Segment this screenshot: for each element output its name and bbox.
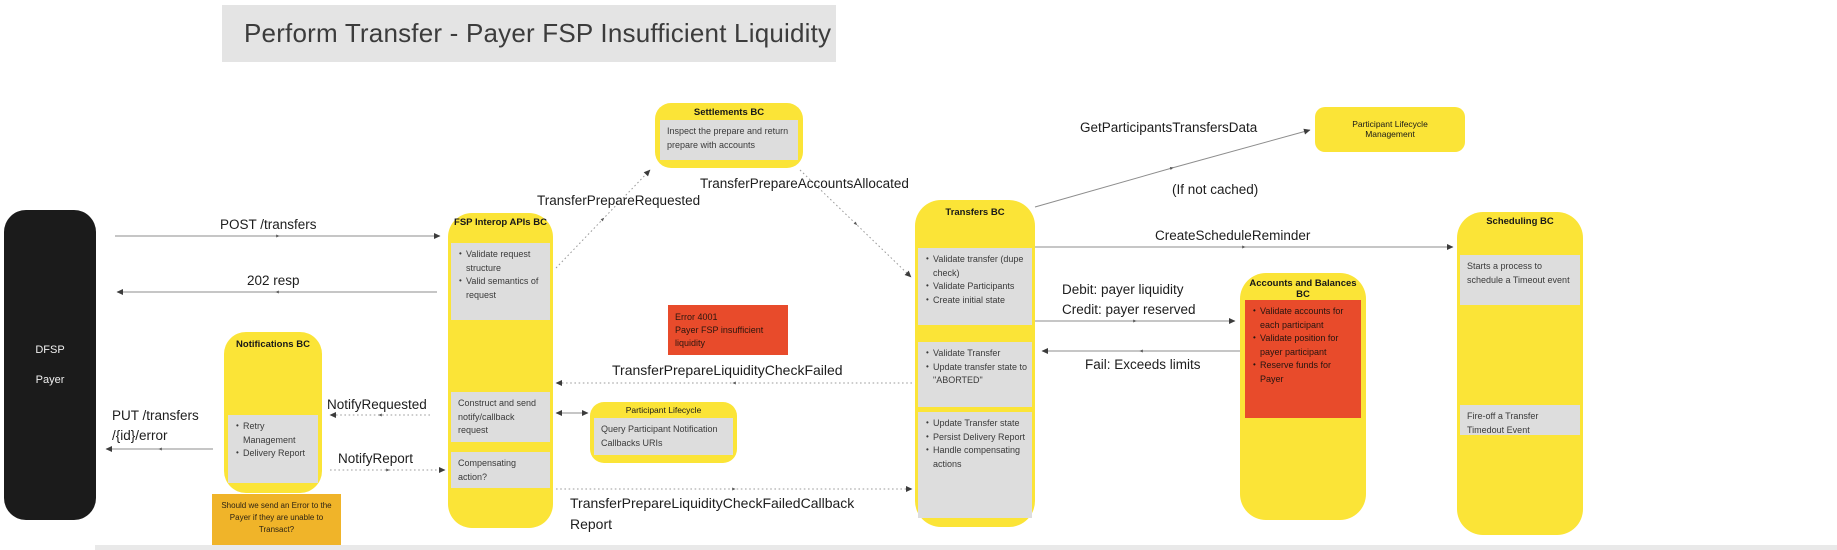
task-item: Create initial state <box>925 294 1028 308</box>
node-header: Participant Lifecycle <box>625 405 702 415</box>
task-item: Reserve funds for Payer <box>1252 359 1357 386</box>
transfers-update-card: Update Transfer state Persist Delivery R… <box>918 412 1032 518</box>
label-post-transfers[interactable]: POST /transfers <box>220 217 317 232</box>
label-notify-report[interactable]: NotifyReport <box>338 451 414 466</box>
connector-transfer-prepare-requested <box>555 169 651 269</box>
node-transfers-bc[interactable]: Transfers BC Validate transfer (dupe che… <box>915 200 1035 527</box>
note-question[interactable]: Should we send an Error to the Payer if … <box>212 494 341 548</box>
node-scheduling-bc[interactable]: Scheduling BC Starts a process to schedu… <box>1457 212 1583 535</box>
label-if-not-cached[interactable]: (If not cached) <box>1172 182 1259 197</box>
transfers-abort-card: Validate Transfer Update transfer state … <box>918 342 1032 407</box>
label-debit-credit[interactable]: Debit: payer liquidity Credit: payer res… <box>1062 282 1196 318</box>
task-item: Retry Management <box>235 420 314 447</box>
label-create-schedule-reminder[interactable]: CreateScheduleReminder <box>1155 228 1311 243</box>
transfers-validate-card: Validate transfer (dupe check) Validate … <box>918 248 1032 325</box>
label-liquidity-check-failed-callback[interactable]: TransferPrepareLiquidityCheckFailedCallb… <box>570 495 855 532</box>
task-item: Persist Delivery Report <box>925 431 1028 445</box>
task-item: Validate Transfer <box>925 347 1028 361</box>
label-202-resp[interactable]: 202 resp <box>247 273 300 288</box>
node-settlements-bc[interactable]: Settlements BC Inspect the prepare and r… <box>655 103 803 168</box>
task-item: Update transfer state to "ABORTED" <box>925 361 1028 388</box>
canvas-edge-strip <box>95 545 1837 550</box>
task-item: Handle compensating actions <box>925 444 1028 471</box>
node-header: Notifications BC <box>236 339 310 350</box>
node-accounts-and-balances-bc[interactable]: Accounts and Balances BC Validate accoun… <box>1240 273 1366 520</box>
participant-lifecycle-query-card: Query Participant Notification Callbacks… <box>594 418 733 455</box>
task-item: Validate request structure <box>458 248 546 275</box>
label-transfer-prepare-requested[interactable]: TransferPrepareRequested <box>537 193 701 208</box>
fsp-notify-card: Construct and send notify/callback reque… <box>451 392 550 442</box>
node-label: Participant Lifecycle Management <box>1352 118 1428 139</box>
fsp-compensating-card: Compensating action? <box>451 452 550 488</box>
note-error-4001[interactable]: Error 4001 Payer FSP insufficient liquid… <box>668 305 788 355</box>
task-item: Validate transfer (dupe check) <box>925 253 1028 280</box>
label-put-transfers[interactable]: PUT /transfers /{id}/error <box>112 408 199 444</box>
actor-dfsp-payer[interactable]: DFSP Payer <box>4 210 96 520</box>
label-notify-requested[interactable]: NotifyRequested <box>327 397 427 412</box>
task-item: Delivery Report <box>235 447 314 461</box>
fsp-validate-card: Validate request structure Valid semanti… <box>451 243 550 320</box>
node-header: Transfers BC <box>945 207 1005 218</box>
label-liquidity-check-failed[interactable]: TransferPrepareLiquidityCheckFailed <box>612 362 843 378</box>
actor-line2: Payer <box>35 374 65 386</box>
settlements-task-card: Inspect the prepare and return prepare w… <box>660 120 798 160</box>
actor-line1: DFSP <box>35 344 65 356</box>
task-item: Validate position for payer participant <box>1252 332 1357 359</box>
node-participant-lifecycle[interactable]: Participant Lifecycle Query Participant … <box>590 402 737 463</box>
node-header: Accounts and Balances BC <box>1249 278 1357 300</box>
diagram-title: Perform Transfer - Payer FSP Insufficien… <box>222 5 836 62</box>
scheduling-timeout-card: Starts a process to schedule a Timeout e… <box>1460 255 1580 305</box>
node-header: Settlements BC <box>693 107 765 118</box>
notifications-tasks-card: Retry Management Delivery Report <box>228 415 318 483</box>
task-item: Validate accounts for each participant <box>1252 305 1357 332</box>
accounts-tasks-card: Validate accounts for each participant V… <box>1245 300 1361 418</box>
task-item: Valid semantics of request <box>458 275 546 302</box>
node-header: FSP Interop APIs BC <box>454 217 547 228</box>
scheduling-fireoff-card: Fire-off a Transfer Timedout Event <box>1460 405 1580 435</box>
node-notifications-bc[interactable]: Notifications BC Retry Management Delive… <box>224 332 322 493</box>
node-participant-lifecycle-management[interactable]: Participant Lifecycle Management <box>1315 107 1465 152</box>
node-fsp-interop-apis-bc[interactable]: FSP Interop APIs BC Validate request str… <box>448 213 553 528</box>
label-transfer-prepare-accounts-allocated[interactable]: TransferPrepareAccountsAllocated <box>700 176 909 191</box>
task-item: Validate Participants <box>925 280 1028 294</box>
label-get-participants-transfers-data[interactable]: GetParticipantsTransfersData <box>1080 120 1258 135</box>
task-item: Update Transfer state <box>925 417 1028 431</box>
label-fail-exceeds-limits[interactable]: Fail: Exceeds limits <box>1085 357 1201 372</box>
node-header: Scheduling BC <box>1486 216 1554 227</box>
